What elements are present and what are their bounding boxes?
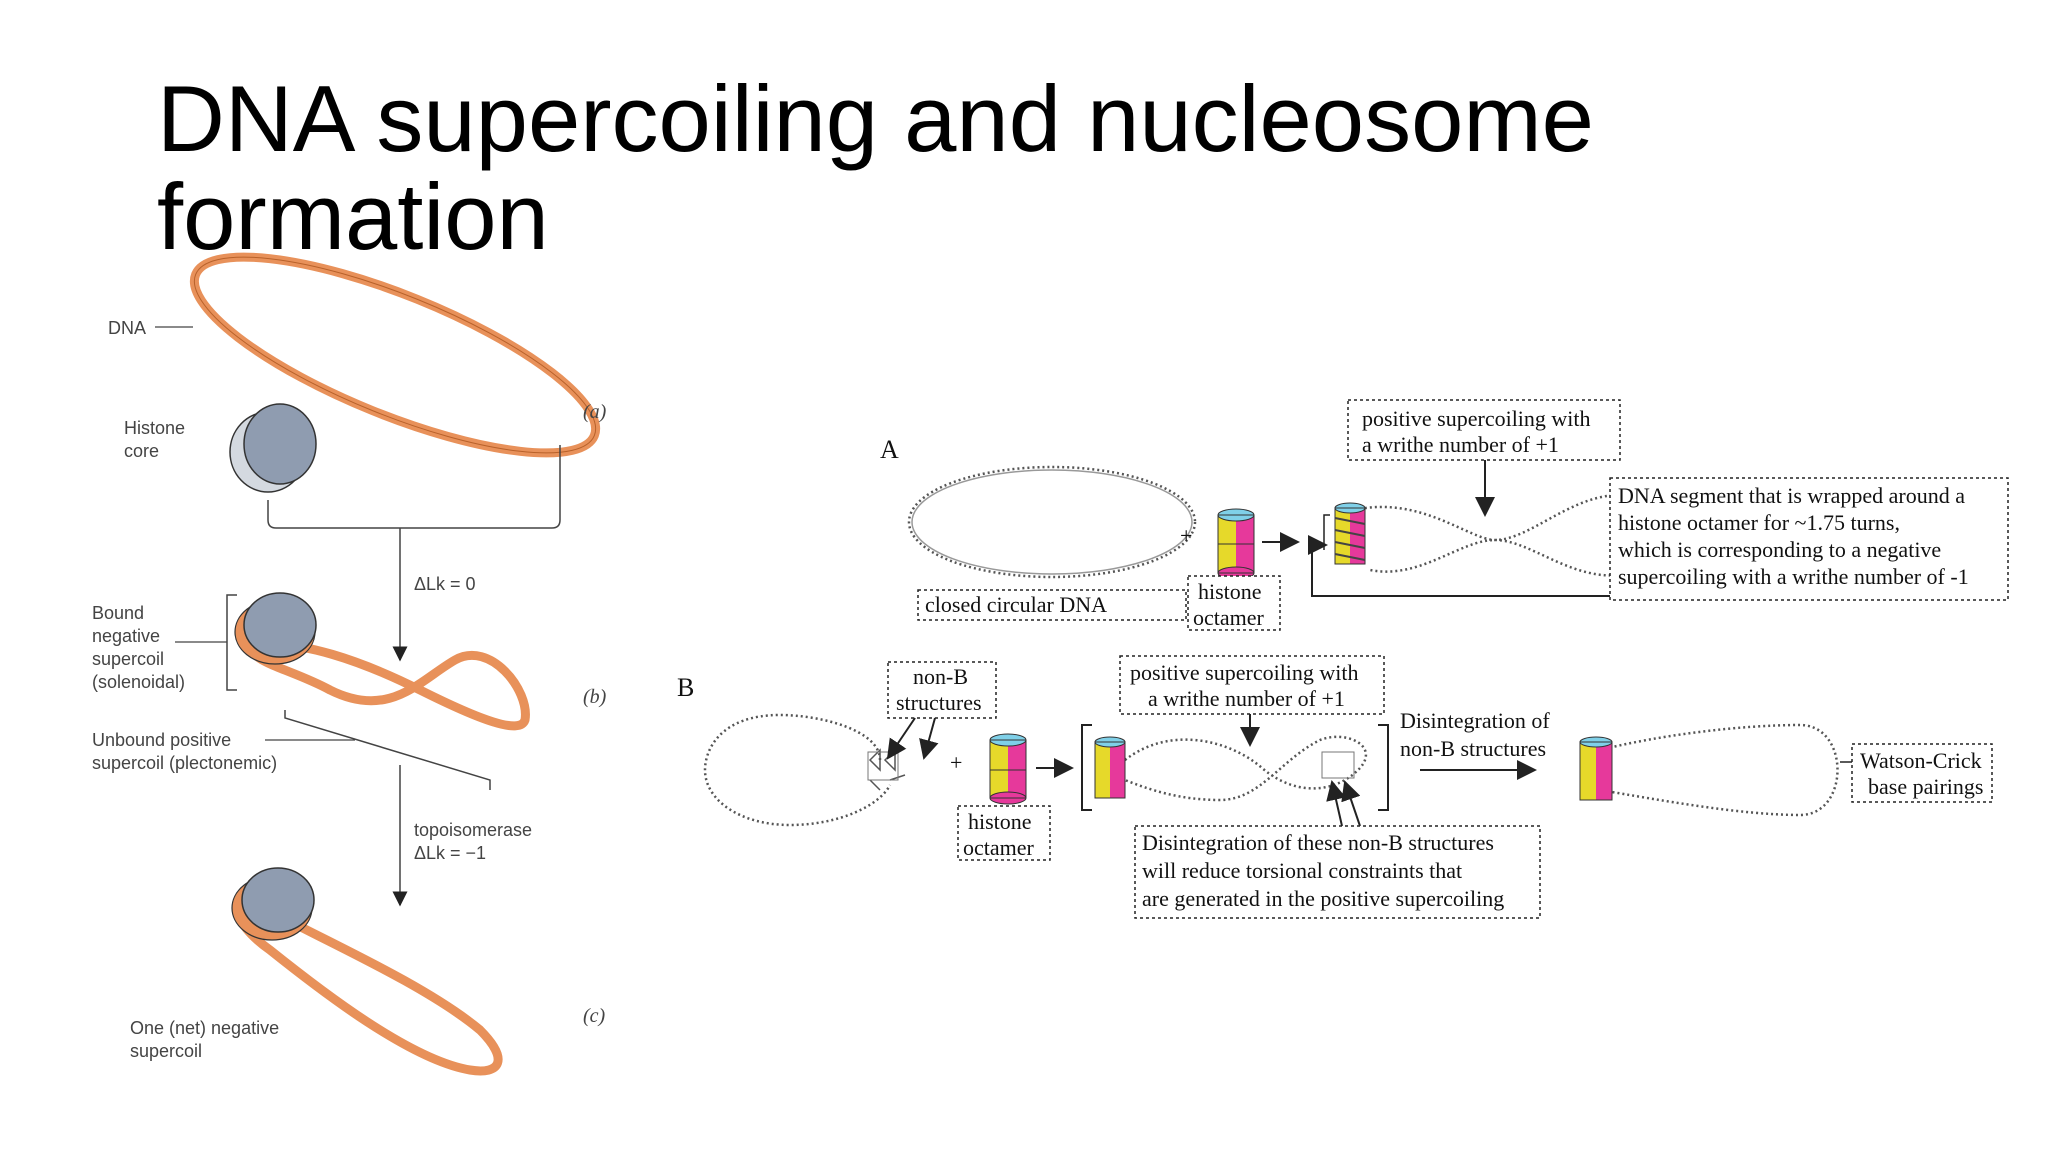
histone-core-b <box>234 592 317 665</box>
panel-B-label: B <box>677 673 694 702</box>
panel-A-label: A <box>880 435 899 464</box>
pos-super-b-1: positive supercoiling with <box>1130 660 1359 685</box>
supercoiled-dna-a <box>1334 493 1652 577</box>
pos-super-a-2: a writhe number of +1 <box>1362 432 1559 457</box>
histone-core-label-1: Histone <box>124 418 185 438</box>
histone-label-b-2: octamer <box>963 835 1035 860</box>
pos-super-a-1: positive supercoiling with <box>1362 406 1591 431</box>
pos-super-b-2: a writhe number of +1 <box>1148 686 1345 711</box>
dna-loop-c <box>234 895 503 1076</box>
delta-lk-minus-one: ΔLk = −1 <box>414 843 486 863</box>
panel-b-label: (b) <box>583 686 607 708</box>
histone-label-a-1: histone <box>1198 579 1262 604</box>
dna-seg-4: supercoiling with a writhe number of -1 <box>1618 564 1969 589</box>
topoisomerase-label: topoisomerase <box>414 820 532 840</box>
bound-neg-label-2: negative <box>92 626 160 646</box>
dna-label: DNA <box>108 318 146 338</box>
nonb-label-1: non-B <box>913 664 968 689</box>
net-neg-label-2: supercoil <box>130 1041 202 1061</box>
disint-these-1: Disintegration of these non-B structures <box>1142 830 1494 855</box>
dna-seg-3: which is corresponding to a negative <box>1618 537 1941 562</box>
histone-label-b-1: histone <box>968 809 1032 834</box>
unbound-pos-label-2: supercoil (plectonemic) <box>92 753 277 773</box>
dna-figure-eight-b <box>249 639 530 731</box>
delta-lk-zero: ΔLk = 0 <box>414 574 476 594</box>
left-figure: DNA Histone core (a) ΔLk = 0 Bound negat… <box>92 252 607 1076</box>
unbound-pos-label-1: Unbound positive <box>92 730 231 750</box>
bound-neg-label-4: (solenoidal) <box>92 672 185 692</box>
histone-octamer-b <box>989 733 1027 805</box>
disint-these-3: are generated in the positive supercoili… <box>1142 886 1504 911</box>
supercoiled-dna-b <box>1094 735 1368 802</box>
nonb-structures-glyph-left <box>867 748 906 791</box>
dna-seg-2: histone octamer for ~1.75 turns, <box>1618 510 1900 535</box>
right-figure-panel-b: B non-B structures + histone oct <box>677 655 1993 919</box>
slide-title: DNA supercoiling and nucleosome formatio… <box>157 66 1594 269</box>
circular-dna-with-nonb <box>703 713 892 827</box>
bound-neg-label-1: Bound <box>92 603 144 623</box>
closed-circular-dna-helix <box>907 465 1197 579</box>
disint-these-2: will reduce torsional constraints that <box>1142 858 1462 883</box>
nonb-label-2: structures <box>896 690 982 715</box>
histone-label-a-2: octamer <box>1193 605 1265 630</box>
disint-label-2: non-B structures <box>1400 736 1546 761</box>
relaxed-dna-nucleosome <box>1579 723 1839 817</box>
bound-neg-label-3: supercoil <box>92 649 164 669</box>
right-figure-panel-a: A closed circular DNA + histone octamer <box>880 399 2009 631</box>
dna-seg-1: DNA segment that is wrapped around a <box>1618 483 1965 508</box>
plus-sign-a: + <box>1180 523 1192 548</box>
histone-core-c <box>231 867 315 941</box>
plus-sign-b: + <box>950 750 962 775</box>
histone-core-label-2: core <box>124 441 159 461</box>
histone-octamer-a <box>1217 508 1255 580</box>
wc-label-1: Watson-Crick <box>1860 748 1982 773</box>
histone-core-a <box>229 403 317 493</box>
closed-circular-dna-label: closed circular DNA <box>925 592 1107 617</box>
disint-label-1: Disintegration of <box>1400 708 1550 733</box>
net-neg-label-1: One (net) negative <box>130 1018 279 1038</box>
wc-label-2: base pairings <box>1868 774 1983 799</box>
panel-a-label: (a) <box>583 401 607 423</box>
panel-c-label: (c) <box>583 1005 606 1027</box>
